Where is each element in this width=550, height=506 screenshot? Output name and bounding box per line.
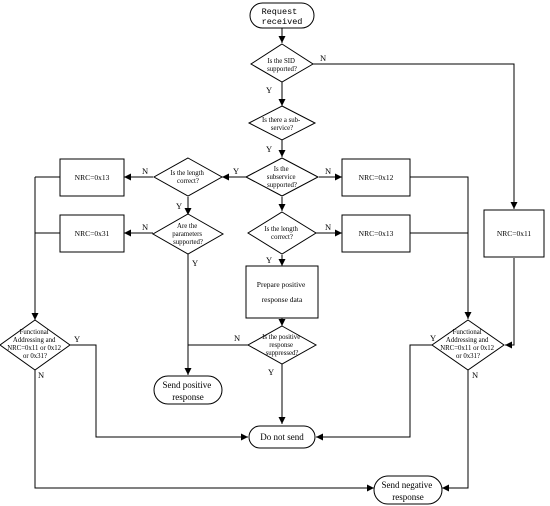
decision-subservice-supported: Is the subservice supported? — [244, 157, 320, 197]
process-shape — [341, 158, 411, 197]
terminator-shape — [249, 2, 315, 29]
decision-length-mid: Is the length correct? — [247, 211, 317, 255]
process-shape — [245, 265, 319, 319]
node-text: Send positive response — [163, 380, 214, 402]
edge-funcright-no — [442, 370, 469, 492]
label-subservice-yes: Y — [266, 144, 272, 154]
edge-funcright-yes — [316, 344, 434, 441]
node-text: Is the length correct? — [170, 170, 205, 185]
label-funcleft-no: N — [38, 370, 44, 380]
terminator-send-positive: Send positive response — [153, 375, 223, 405]
label-sid-yes: Y — [266, 85, 272, 95]
decision-params-supported: Are the parameters supported? — [151, 213, 225, 255]
label-lengthleft-yes: Y — [176, 201, 182, 211]
node-text: Is there a sub- service? — [262, 117, 302, 132]
node-text: Prepare positive response data — [257, 280, 307, 304]
edge-nrc12-right — [410, 176, 472, 319]
decision-shape — [151, 213, 225, 255]
edge-funcleft-yes — [70, 344, 248, 441]
node-text: Send negative response — [382, 480, 435, 502]
edge-nrc11-down — [505, 258, 515, 349]
decision-functional-right: Functional Addressing and NRC=0x11 or 0x… — [431, 319, 505, 371]
label-sid-no: N — [320, 53, 326, 63]
node-text: Are the parameters supported? — [172, 223, 204, 246]
decision-response-suppressed: Is the positive response suppressed? — [246, 325, 318, 365]
process-nrc-0x13-left: NRC=0x13 — [59, 158, 125, 197]
process-shape — [483, 209, 545, 258]
process-nrc-0x12: NRC=0x12 — [341, 158, 411, 197]
node-text: Functional Addressing and NRC=0x11 or 0x… — [7, 329, 63, 360]
label-lengthleft-no: N — [142, 166, 148, 176]
node-text: Is the length correct? — [264, 226, 299, 241]
node-text: Is the positive response suppressed? — [262, 334, 302, 357]
label-params-no: N — [142, 222, 148, 232]
node-text: Do not send — [260, 432, 304, 442]
process-nrc-0x11: NRC=0x11 — [483, 209, 545, 258]
connectors — [31, 28, 518, 492]
edge-labels: N Y Y Y N N Y N Y N Y N Y Y N Y N — [38, 53, 478, 380]
decision-length-left: Is the length correct? — [152, 157, 224, 197]
process-shape — [341, 214, 411, 253]
decision-shape — [152, 157, 224, 197]
label-funcleft-yes: Y — [74, 334, 80, 344]
node-text: Functional Addressing and NRC=0x11 or 0x… — [440, 329, 496, 360]
node-text: Is the SID supported? — [267, 58, 297, 73]
terminator-shape — [153, 375, 223, 405]
decision-functional-left: Functional Addressing and NRC=0x11 or 0x… — [0, 319, 71, 371]
label-funcright-no: N — [472, 370, 478, 380]
label-suppressed-yes: Y — [268, 367, 274, 377]
process-prepare-response: Prepare positive response data — [245, 265, 319, 319]
terminator-shape — [373, 475, 443, 505]
node-text: NRC=0x11 — [497, 229, 532, 238]
label-subsupported-no: N — [325, 166, 331, 176]
decision-shape — [0, 319, 71, 371]
decision-shape — [431, 319, 505, 371]
decision-shape — [250, 43, 314, 83]
label-lengthmid-yes: Y — [266, 255, 272, 265]
decision-shape — [247, 105, 317, 141]
label-subsupported-yes: Y — [233, 166, 239, 176]
node-request-received: Request received — [249, 2, 315, 29]
decision-shape — [246, 325, 318, 365]
node-text: Is the subservice supported? — [267, 166, 297, 189]
process-nrc-0x13-right: NRC=0x13 — [341, 214, 411, 253]
label-params-yes: Y — [192, 258, 198, 268]
process-shape — [59, 214, 125, 253]
node-text: NRC=0x13 — [75, 173, 110, 182]
decision-shape — [244, 157, 320, 197]
decision-sid-supported: Is the SID supported? — [250, 43, 314, 83]
node-text: Request received — [262, 7, 303, 27]
node-text: NRC=0x12 — [359, 173, 394, 182]
edge-funcleft-no — [34, 370, 374, 492]
node-text: NRC=0x13 — [359, 229, 394, 238]
decision-sub-service: Is there a sub- service? — [247, 105, 317, 141]
edge-sid-no — [312, 63, 518, 209]
terminator-do-not-send: Do not send — [248, 425, 316, 449]
decision-shape — [247, 211, 317, 255]
node-text: NRC=0x31 — [75, 229, 110, 238]
label-lengthmid-no: N — [325, 222, 331, 232]
label-suppressed-no: N — [234, 333, 240, 343]
process-nrc-0x31: NRC=0x31 — [59, 214, 125, 253]
terminator-send-negative: Send negative response — [373, 475, 443, 505]
terminator-shape — [248, 425, 316, 449]
process-shape — [59, 158, 125, 197]
label-funcright-yes: Y — [430, 333, 436, 343]
